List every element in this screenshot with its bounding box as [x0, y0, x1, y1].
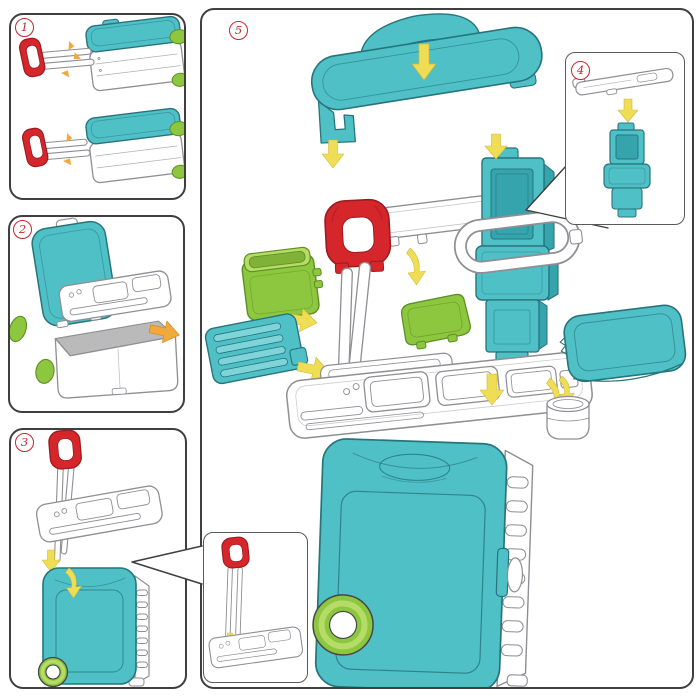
down-arrow	[41, 549, 61, 573]
latch-knob	[506, 557, 524, 593]
green-foot	[171, 72, 184, 87]
down-arrow	[321, 139, 345, 169]
play-basket	[241, 246, 324, 322]
handle-recess	[379, 453, 451, 481]
burner-lid	[559, 304, 687, 383]
sink-tray	[35, 485, 163, 543]
curl-arrow	[65, 567, 82, 599]
cart-body	[312, 438, 534, 687]
open-arrow	[148, 320, 180, 344]
tap-column-small	[603, 122, 651, 218]
curl-arrow	[406, 247, 426, 286]
shelf-collar-ring	[453, 210, 583, 274]
soap-dish	[400, 293, 471, 350]
green-latch	[169, 29, 184, 45]
down-arrow	[479, 373, 505, 406]
foot	[506, 674, 528, 687]
storage-tray	[58, 270, 172, 322]
insert-arrows	[61, 41, 81, 78]
latch	[495, 547, 510, 598]
sink-basin	[435, 365, 501, 406]
wheel	[312, 594, 374, 656]
sink-tray	[208, 626, 304, 669]
counter-top	[285, 350, 593, 439]
hood	[310, 26, 543, 144]
door-outline	[335, 490, 486, 674]
step-1-panel: 1	[9, 13, 186, 200]
trolley-handle	[221, 536, 250, 569]
trolley-handle	[324, 198, 392, 274]
step-4-badge: 4	[571, 61, 590, 80]
trolley-handle	[21, 127, 49, 168]
handle-detail-inset-panel	[203, 532, 308, 683]
step-4-inset-panel: 4	[565, 52, 685, 225]
green-foot	[35, 358, 55, 384]
step-5-illustration	[204, 13, 687, 687]
suitcase-base	[54, 320, 179, 399]
telescopic-rods	[225, 566, 243, 638]
handle-detail-illustration	[208, 536, 304, 669]
step-3-panel: 3	[9, 428, 187, 689]
drain-rack	[204, 313, 309, 385]
suitcase-closed	[85, 15, 184, 92]
play-pot	[546, 395, 590, 440]
trolley-handle	[48, 430, 82, 470]
step-3-badge: 3	[15, 433, 34, 452]
step-3-illustration	[35, 430, 163, 687]
green-latch	[169, 121, 184, 137]
trolley-handle	[18, 37, 46, 78]
insert-arrows	[63, 133, 73, 166]
step-4-illustration	[572, 67, 674, 218]
step-1-badge: 1	[15, 18, 34, 37]
wheel	[37, 656, 69, 687]
green-foot	[10, 315, 28, 343]
suitcase-closed	[85, 107, 184, 184]
sink-basin	[363, 371, 431, 413]
step-2-badge: 2	[13, 220, 32, 239]
callout-wedge	[131, 545, 203, 585]
step-5-badge: 5	[229, 21, 248, 40]
down-arrow	[484, 133, 508, 160]
step-2-illustration	[10, 217, 180, 399]
step-2-panel: 2	[8, 215, 185, 413]
down-arrow	[617, 98, 639, 123]
down-arrow	[411, 43, 437, 81]
green-foot	[171, 164, 184, 179]
suitcase-upright	[37, 567, 150, 687]
step-1-illustration	[18, 15, 184, 184]
